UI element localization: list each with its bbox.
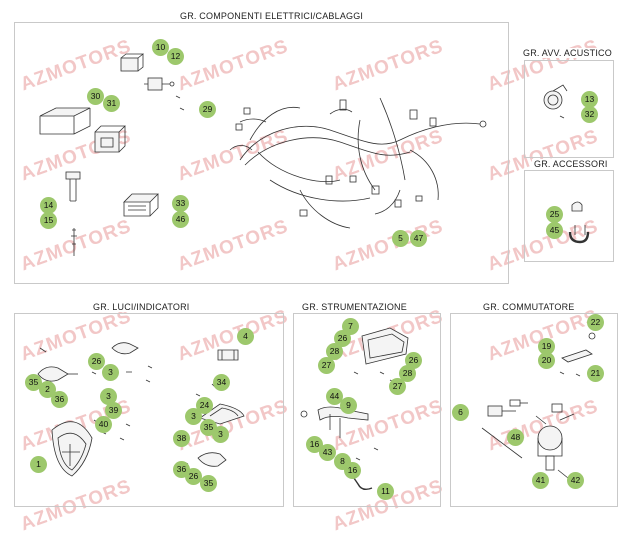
title-accessori: GR. ACCESSORI: [532, 159, 610, 169]
part-badge[interactable]: 16: [344, 462, 361, 479]
part-badge[interactable]: 48: [507, 429, 524, 446]
part-badge[interactable]: 3: [100, 388, 117, 405]
parts-line-art: [37, 53, 596, 491]
bracket-part: [568, 201, 590, 244]
part-badge[interactable]: 3: [212, 426, 229, 443]
part-badge[interactable]: 3: [185, 408, 202, 425]
part-badge[interactable]: 14: [40, 197, 57, 214]
part-badge[interactable]: 12: [167, 48, 184, 65]
part-badge[interactable]: 11: [377, 483, 394, 500]
part-badge[interactable]: 24: [196, 397, 213, 414]
switch-lever-part: [561, 332, 596, 363]
regulator-part: [94, 125, 126, 153]
part-badge[interactable]: 42: [567, 472, 584, 489]
instrument-bracket-part: [300, 406, 369, 438]
title-luci-indicatori: GR. LUCI/INDICATORI: [91, 302, 192, 312]
part-badge[interactable]: 31: [103, 95, 120, 112]
part-badge[interactable]: 21: [587, 365, 604, 382]
horn-part: [543, 84, 568, 119]
part-badge[interactable]: 40: [95, 416, 112, 433]
panel-componenti-elettrici: [14, 22, 509, 284]
title-componenti-elettrici: GR. COMPONENTI ELETTRICI/CABLAGGI: [178, 11, 366, 21]
part-badge[interactable]: 26: [334, 330, 351, 347]
indicator-right-front-part: [197, 452, 227, 467]
part-badge[interactable]: 20: [538, 352, 555, 369]
title-avv-acustico: GR. AVV. ACUSTICO: [521, 48, 614, 58]
part-badge[interactable]: 19: [538, 338, 555, 355]
panel-avv-acustico: [524, 60, 614, 158]
part-badge[interactable]: 41: [532, 472, 549, 489]
part-badge[interactable]: 35: [200, 475, 217, 492]
part-badge[interactable]: 36: [51, 391, 68, 408]
ignition-coil-part: [65, 171, 81, 202]
part-badge[interactable]: 16: [306, 436, 323, 453]
part-badge[interactable]: 1: [30, 456, 47, 473]
title-strumentazione: GR. STRUMENTAZIONE: [300, 302, 409, 312]
panel-accessori: [524, 170, 614, 262]
part-badge[interactable]: 44: [326, 388, 343, 405]
part-badge[interactable]: 6: [452, 404, 469, 421]
relay-part: [120, 53, 145, 72]
part-badge[interactable]: 29: [199, 101, 216, 118]
indicator-left-rear-part: [111, 342, 139, 355]
part-badge[interactable]: 25: [546, 206, 563, 223]
part-badge[interactable]: 32: [581, 106, 598, 123]
spark-plug-part: [71, 228, 77, 256]
part-badge[interactable]: 13: [581, 91, 598, 108]
instrument-cluster-part: [361, 327, 409, 365]
part-badge[interactable]: 34: [213, 374, 230, 391]
part-badge[interactable]: 45: [546, 222, 563, 239]
part-badge[interactable]: 33: [172, 195, 189, 212]
indicator-left-front-part: [37, 366, 78, 382]
rectifier-part: [123, 193, 159, 217]
part-badge[interactable]: 38: [173, 430, 190, 447]
part-badge[interactable]: 47: [410, 230, 427, 247]
part-badge[interactable]: 35: [25, 374, 42, 391]
cdi-unit-part: [39, 107, 91, 135]
panel-commutatore: [450, 313, 618, 507]
ignition-switch-part: [535, 403, 575, 471]
part-badge[interactable]: 26: [88, 353, 105, 370]
wiring-harness-part: [229, 97, 487, 229]
headlight-part: [51, 421, 93, 477]
starter-relay-part: [144, 77, 175, 91]
part-badge[interactable]: 3: [102, 364, 119, 381]
part-badge[interactable]: 28: [399, 365, 416, 382]
part-badge[interactable]: 39: [105, 402, 122, 419]
part-badge[interactable]: 22: [587, 314, 604, 331]
part-badge[interactable]: 15: [40, 212, 57, 229]
part-badge[interactable]: 27: [318, 357, 335, 374]
license-light-part: [217, 349, 239, 361]
part-badge[interactable]: 27: [389, 378, 406, 395]
panel-strumentazione: [293, 313, 441, 507]
part-badge[interactable]: 5: [392, 230, 409, 247]
part-badge[interactable]: 26: [405, 352, 422, 369]
panel-luci-indicatori: [14, 313, 284, 507]
title-commutatore: GR. COMMUTATORE: [481, 302, 577, 312]
part-badge[interactable]: 26: [185, 468, 202, 485]
part-badge[interactable]: 30: [87, 88, 104, 105]
key-part: [487, 399, 528, 417]
part-badge[interactable]: 46: [172, 211, 189, 228]
part-badge[interactable]: 28: [326, 343, 343, 360]
part-badge[interactable]: 4: [237, 328, 254, 345]
part-badge[interactable]: 43: [319, 444, 336, 461]
part-badge[interactable]: 10: [152, 39, 169, 56]
part-badge[interactable]: 9: [340, 397, 357, 414]
